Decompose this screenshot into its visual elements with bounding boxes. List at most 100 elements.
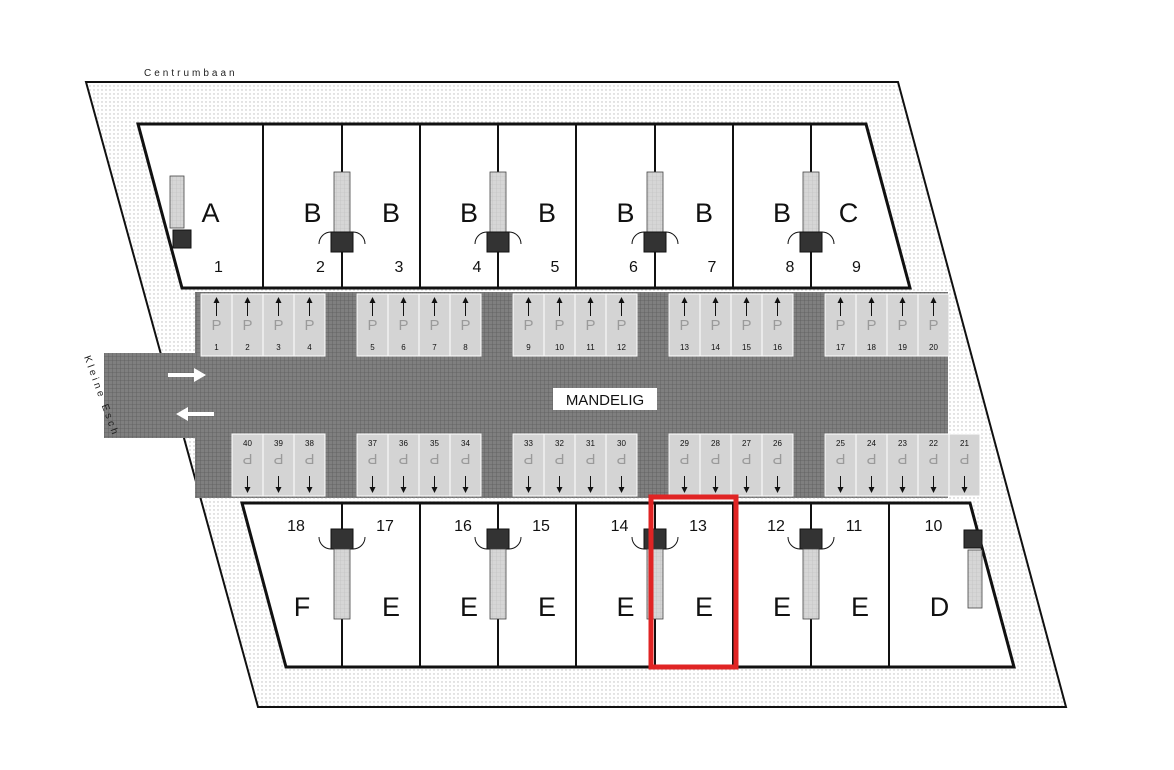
parking-space-18: P18 [855,293,888,357]
parking-p-icon: P [304,317,314,334]
parking-space-26: 26P [761,433,794,497]
parking-p-icon: P [460,450,470,467]
lot-type-label: B [538,198,556,228]
lot-number-label: 15 [532,518,550,535]
lot-top-5[interactable]: B5 [538,198,560,276]
parking-space-14: P 14 [699,293,732,357]
lot-top-7[interactable]: B7 [695,198,717,276]
parking-p-icon: P [554,317,564,334]
road-label-box [553,388,657,410]
lot-number-label: 5 [551,259,560,276]
lot-type-label: B [695,198,713,228]
parking-number: 37 [368,439,377,448]
parking-number: 28 [711,439,720,448]
lot-type-label: B [303,198,321,228]
lot-bottom-15[interactable]: 15E [532,518,556,622]
parking-space-7: P7 [418,293,451,357]
lot-type-label: B [460,198,478,228]
lot-bottom-17[interactable]: 17E [376,518,400,622]
parking-p-icon: P [835,317,845,334]
parking-space-19: P19 [886,293,919,357]
parking-space-36: 36P [387,433,420,497]
parking-p-icon: P [273,450,283,467]
parking-space-25: 25P [824,433,857,497]
stair-unit [474,528,522,620]
lot-bottom-16[interactable]: 16E [454,518,478,622]
lot-top-2[interactable]: B2 [303,198,325,276]
lot-type-label: F [294,592,311,622]
road-label: MANDELIG [566,392,644,409]
parking-number: 13 [680,343,689,352]
parking-space-10: P10 [543,293,576,357]
parking-space-30: 30P [605,433,638,497]
parking-number: 22 [929,439,938,448]
parking-bottom-group: 40P39P38P37P36P35P34P33P32P31P30P29P28P2… [231,433,981,497]
lot-bottom-12[interactable]: 12E [767,518,791,622]
parking-number: 2 [245,343,250,352]
lot-top-4[interactable]: B4 [460,198,482,276]
parking-top-group: P1P2P3P4P5P6P7P8P9P10P11P12P13P14P15P16P… [200,293,950,357]
parking-number: 4 [307,343,312,352]
parking-p-icon: P [242,317,252,334]
parking-p-icon: P [616,317,626,334]
parking-number: 15 [742,343,751,352]
lot-bottom-18[interactable]: 18F [287,518,310,622]
lot-bottom-13[interactable]: 13E [689,518,713,622]
lot-number-label: 1 [214,259,223,276]
parking-number: 17 [836,343,845,352]
parking-p-icon: P [710,317,720,334]
parking-number: 12 [617,343,626,352]
lot-bottom-14[interactable]: 14E [611,518,635,622]
parking-number: 23 [898,439,907,448]
parking-number: 14 [711,343,720,352]
stair-unit [318,528,366,620]
lot-bottom-11[interactable]: 11E [846,518,869,622]
lot-top-1[interactable]: A1 [201,198,223,276]
lot-type-label: B [773,198,791,228]
lot-number-label: 9 [852,259,861,276]
parking-space-28: 28P [699,433,732,497]
lot-top-9[interactable]: C9 [839,198,861,276]
lot-top-3[interactable]: B3 [382,198,404,276]
stair-unit [631,171,679,253]
road-entrance [104,353,204,438]
parking-space-12: P 12 [605,293,638,357]
parking-p-icon: P [772,450,782,467]
stair-unit [963,529,983,609]
parking-p-icon: P [897,317,907,334]
parking-space-20: P20 [917,293,950,357]
parking-p-icon: P [772,317,782,334]
stair-unit [787,171,835,253]
parking-space-4: P4 [293,293,326,357]
parking-number: 18 [867,343,876,352]
parking-p-icon: P [959,450,969,467]
entrance-arrow-in [168,368,206,382]
lot-number-label: 13 [689,518,707,535]
parking-number: 9 [526,343,531,352]
parking-p-icon: P [897,450,907,467]
parking-number: 31 [586,439,595,448]
stair-unit [318,171,366,253]
lot-type-label: E [616,592,634,622]
parking-number: 21 [960,439,969,448]
lot-top-6[interactable]: B6 [616,198,638,276]
parking-number: 32 [555,439,564,448]
parking-number: 1 [214,343,219,352]
highlighted-lot-outline[interactable] [648,494,739,670]
parking-p-icon: P [866,450,876,467]
parking-number: 3 [276,343,281,352]
parking-p-icon: P [679,317,689,334]
parking-space-8: P8 [449,293,482,357]
lot-number-label: 12 [767,518,785,535]
parking-p-icon: P [523,317,533,334]
parking-p-icon: P [273,317,283,334]
parking-number: 11 [586,343,595,352]
parking-space-31: 31P [574,433,607,497]
parking-number: 5 [370,343,375,352]
lot-bottom-10[interactable]: 10D [925,518,950,622]
parking-p-icon: P [710,450,720,467]
lot-top-8[interactable]: B8 [773,198,795,276]
lot-number-label: 14 [611,518,629,535]
lot-type-label: C [839,198,859,228]
